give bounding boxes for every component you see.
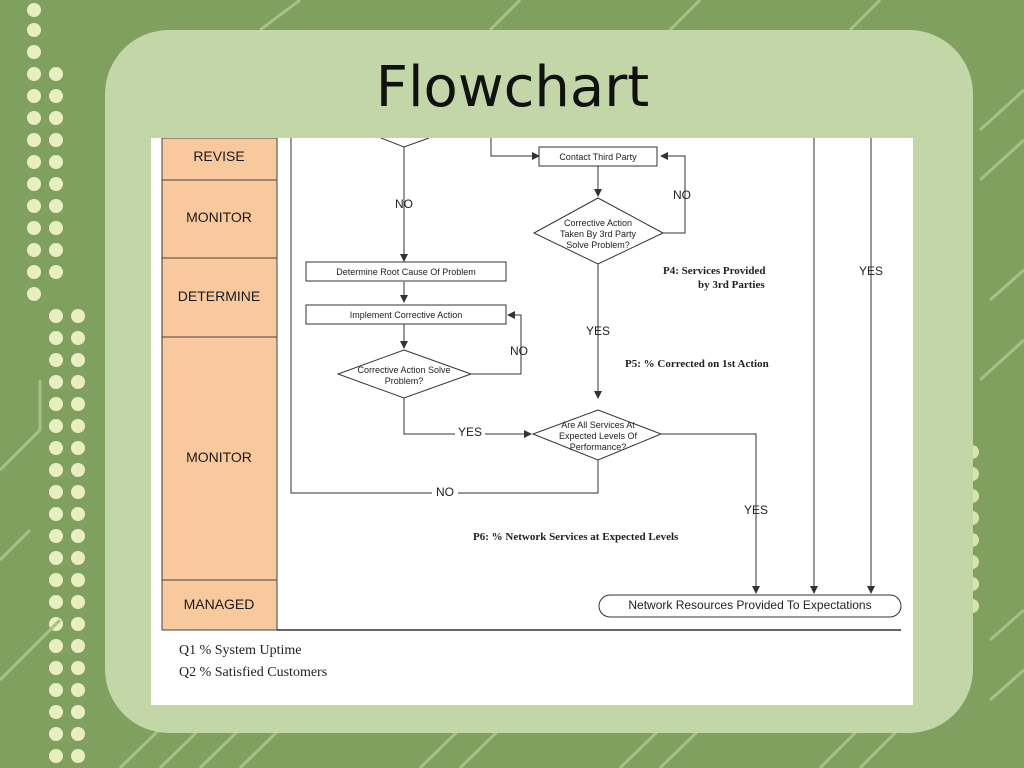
stage-label-monitor-2: MONITOR	[186, 449, 252, 465]
stage-label-monitor-1: MONITOR	[186, 209, 252, 225]
swimlane-column: REVISE MONITOR DETERMINE MONITOR MANAGED	[161, 138, 278, 631]
node-contact-third-party	[538, 146, 658, 167]
node-implement-action	[305, 304, 507, 325]
metric-p6: P6: % Network Services at Expected Level…	[473, 531, 679, 543]
edge-third-party-no-loop	[660, 152, 686, 234]
node-services-decision-line-3: Performance?	[570, 442, 627, 452]
top-diamond-edge	[380, 138, 430, 148]
edge-label-no-action: NO	[510, 344, 528, 358]
flowchart-canvas: REVISE MONITOR DETERMINE MONITOR MANAGED	[161, 138, 902, 680]
node-third-party-line-2: Taken By 3rd Party	[560, 229, 637, 239]
stage-label-managed: MANAGED	[184, 596, 255, 612]
stage-cell-monitor-1	[161, 179, 278, 259]
node-root-cause-label: Determine Root Cause Of Problem	[336, 267, 476, 277]
legend-q2: Q2 % Satisfied Customers	[179, 665, 327, 680]
node-implement-action-label: Implement Corrective Action	[350, 310, 463, 320]
node-third-party-line-1: Corrective Action	[564, 218, 632, 228]
edge-action-no-loop	[471, 311, 522, 375]
edge-labels: NO NO YES NO YES NO YES YES	[395, 188, 883, 517]
edge-action-yes	[403, 398, 532, 438]
edge-label-no-services-backing	[432, 484, 458, 498]
stage-label-revise: REVISE	[193, 148, 244, 164]
edge-label-no-services: NO	[436, 485, 454, 499]
stage-label-determine: DETERMINE	[178, 288, 260, 304]
slide-title: Flowchart	[375, 55, 650, 120]
stage-cell-revise	[161, 138, 278, 181]
metric-p4-line-2: by 3rd Parties	[698, 279, 765, 291]
legend-q1: Q1 % System Uptime	[179, 643, 302, 658]
node-services-decision	[531, 409, 663, 461]
stage-cell-monitor-2	[161, 336, 278, 581]
edge-label-yes-action-backing	[455, 424, 485, 438]
node-services-decision-line-2: Expected Levels Of	[559, 431, 638, 441]
edge-to-contact	[490, 138, 540, 160]
edge-services-yes	[661, 433, 760, 594]
node-root-cause	[305, 261, 507, 282]
edge-label-yes-right: YES	[859, 264, 883, 278]
metric-p4-line-1: P4: Services Provided	[663, 265, 765, 277]
edge-label-no-third-party: NO	[673, 188, 691, 202]
nodes: Contact Third Party Corrective Action Ta…	[305, 146, 902, 618]
node-action-decision-line-2: Problem?	[385, 376, 424, 386]
node-resources-provided	[598, 594, 902, 618]
legend: Q1 % System Uptime Q2 % Satisfied Custom…	[179, 643, 327, 680]
node-third-party-line-3: Solve Problem?	[566, 240, 630, 250]
node-action-decision	[336, 349, 473, 399]
node-resources-provided-label: Network Resources Provided To Expectatio…	[628, 598, 871, 612]
edge-label-yes-action: YES	[458, 425, 482, 439]
stage-cell-determine	[161, 257, 278, 338]
edge-label-yes-services: YES	[744, 503, 768, 517]
node-third-party-decision	[532, 197, 665, 265]
flowchart-figure: REVISE MONITOR DETERMINE MONITOR MANAGED	[151, 138, 913, 705]
metric-p5: P5: % Corrected on 1st Action	[625, 358, 769, 370]
stage-cell-managed	[161, 579, 278, 631]
edge-label-yes-third-party: YES	[586, 324, 610, 338]
dot-column-left	[27, 3, 85, 763]
edge-label-no-top: NO	[395, 197, 413, 211]
metric-notes: P4: Services Provided by 3rd Parties P5:…	[473, 265, 769, 543]
node-action-decision-line-1: Corrective Action Solve	[357, 365, 450, 375]
node-contact-third-party-label: Contact Third Party	[559, 152, 637, 162]
node-services-decision-line-1: Are All Services At	[561, 420, 635, 430]
